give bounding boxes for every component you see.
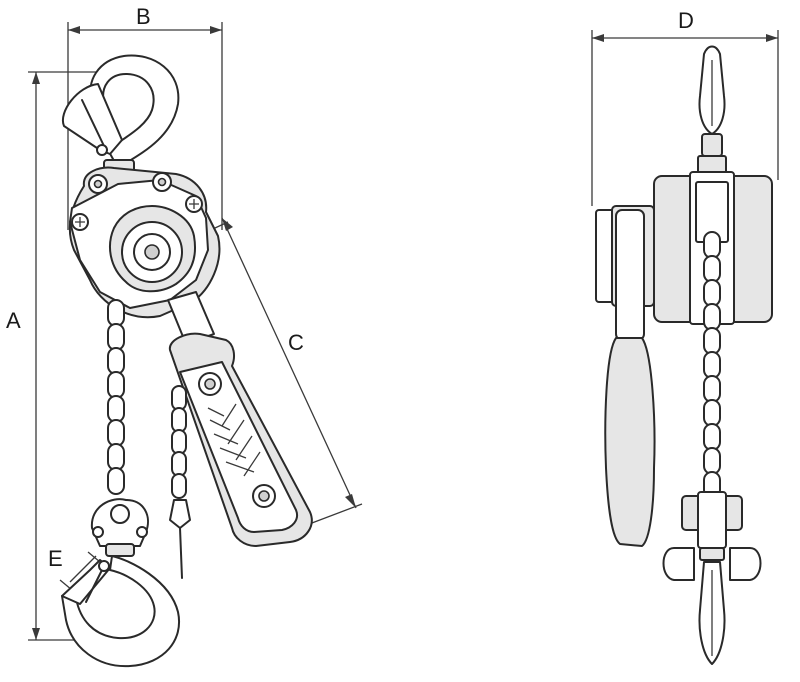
top-hook [61, 54, 180, 175]
bottom-hook [61, 498, 181, 668]
dimension-d-label: D [678, 8, 694, 33]
side-lever-handle [604, 209, 656, 547]
dimension-e-label: E [48, 546, 63, 571]
side-view: D [591, 8, 779, 665]
hoist-body [68, 166, 221, 319]
side-bottom-block [662, 491, 762, 581]
side-top-hook [697, 45, 727, 177]
lever-handle [167, 291, 313, 547]
side-chain [703, 231, 721, 499]
dimension-c-label: C [288, 330, 304, 355]
slack-chain [169, 385, 191, 579]
dimension-a: A [6, 71, 120, 641]
dimension-d: D [591, 8, 779, 206]
load-chain-left [107, 299, 125, 495]
side-bottom-hook [698, 561, 726, 665]
dimension-b-label: B [136, 4, 151, 29]
dimension-a-label: A [6, 308, 21, 333]
front-view: A B C E [6, 4, 363, 668]
